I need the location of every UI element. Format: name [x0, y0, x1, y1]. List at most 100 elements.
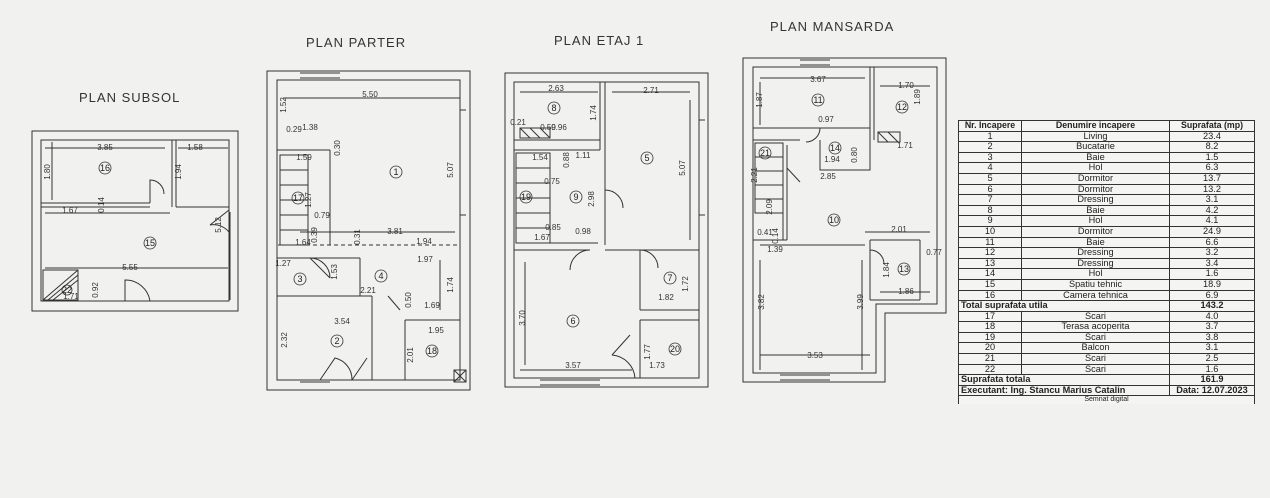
- dimension-label: 1.97: [417, 255, 433, 264]
- cell-name: Hol: [1021, 268, 1170, 280]
- cell-area: 3.7: [1169, 321, 1255, 333]
- plan-mansarda: [742, 57, 947, 383]
- total-value: 161.9: [1169, 374, 1255, 386]
- room-number: 11: [813, 95, 822, 105]
- cell-name: Hol: [1021, 215, 1170, 227]
- dimension-label: 0.14: [771, 228, 780, 244]
- dimension-label: 1.94: [824, 155, 840, 164]
- cell-area: 3.8: [1169, 331, 1255, 344]
- dimension-label: 1.77: [643, 344, 652, 360]
- cell-name: Balcon: [1021, 342, 1170, 355]
- plan-parter: [266, 70, 471, 391]
- cell-name: Baie: [1021, 236, 1170, 249]
- room-number: 18: [427, 346, 437, 356]
- signature-row: Semnat digital: [958, 395, 1255, 405]
- cell-nr: 13: [958, 257, 1022, 270]
- dimension-label: 0.14: [97, 197, 106, 213]
- dimension-label: 2.32: [280, 332, 289, 348]
- cell-name: Baie: [1021, 151, 1170, 164]
- dimension-label: 2.71: [643, 86, 659, 95]
- cell-area: 4.1: [1169, 215, 1255, 227]
- dimension-label: 0.85: [545, 223, 561, 232]
- cell-nr: 2: [958, 141, 1022, 153]
- col-header-nr: Nr. Incapere: [958, 120, 1022, 132]
- room-number: 12: [897, 102, 907, 112]
- dimension-label: 0.50: [404, 292, 413, 308]
- dimension-label: 2.21: [750, 167, 759, 183]
- dimension-label: 0.75: [544, 177, 560, 186]
- cell-area: 6.9: [1169, 289, 1255, 302]
- room-number: 8: [551, 103, 556, 113]
- room-number: 2: [334, 336, 339, 346]
- cell-nr: 17: [958, 310, 1022, 323]
- plan-mansarda-title: PLAN MANSARDA: [770, 19, 895, 34]
- plan-subsol-title: PLAN SUBSOL: [79, 90, 181, 105]
- dimension-label: 5.55: [122, 263, 138, 272]
- dimension-label: 2.09: [765, 199, 774, 215]
- cell-name: Dressing: [1021, 257, 1170, 270]
- cell-name: Dormitor: [1021, 183, 1170, 196]
- dimension-label: 1.54: [532, 153, 548, 162]
- dimension-label: 1.38: [302, 123, 318, 132]
- dimension-label: 1.94: [174, 164, 183, 180]
- cell-area: 4.2: [1169, 204, 1255, 217]
- executant-row: Executant: Ing. Stancu Marius Catalin Da…: [958, 384, 1255, 397]
- dimension-label: 1.52: [279, 97, 288, 113]
- cell-area: 24.9: [1169, 225, 1255, 238]
- dimension-label: 2.01: [406, 347, 415, 363]
- room-number: 9: [573, 192, 578, 202]
- cell-name: Scari: [1021, 353, 1170, 365]
- cell-name: Spatiu tehnic: [1021, 278, 1170, 291]
- cell-area: 2.5: [1169, 353, 1255, 365]
- cell-area: 3.4: [1169, 257, 1255, 270]
- cell-name: Scari: [1021, 331, 1170, 344]
- dimension-label: 1.74: [446, 277, 455, 293]
- cell-area: 13.7: [1169, 172, 1255, 185]
- cell-name: Dressing: [1021, 194, 1170, 206]
- room-number: 7: [667, 273, 672, 283]
- dimension-label: 0.29: [286, 125, 302, 134]
- cell-nr: 11: [958, 236, 1022, 249]
- room-number: 16: [100, 163, 110, 173]
- dimension-label: 1.64: [295, 238, 311, 247]
- cell-nr: 16: [958, 289, 1022, 302]
- dimension-label: 3.54: [334, 317, 350, 326]
- room-number: 13: [899, 264, 909, 274]
- dimension-label: 2.85: [820, 172, 836, 181]
- dimension-label: 2.01: [891, 225, 907, 234]
- dimension-label: 0.88: [562, 152, 571, 168]
- dimension-label: 1.87: [755, 92, 764, 108]
- dimension-label: 0.96: [551, 123, 567, 132]
- cell-area: 3.1: [1169, 194, 1255, 206]
- cell-name: Camera tehnica: [1021, 289, 1170, 302]
- cell-name: Hol: [1021, 162, 1170, 174]
- cell-nr: 14: [958, 268, 1022, 280]
- dimension-label: 0.21: [510, 118, 526, 127]
- cell-area: 6.3: [1169, 162, 1255, 174]
- cell-area: 18.9: [1169, 278, 1255, 291]
- room-number: 17: [293, 193, 303, 203]
- dimension-label: 3.70: [518, 310, 527, 326]
- dimension-label: 0.97: [818, 115, 834, 124]
- cell-area: 23.4: [1169, 130, 1255, 143]
- plan-subsol: [31, 130, 239, 312]
- dimension-label: 0.41: [757, 228, 773, 237]
- dimension-label: 1.80: [43, 164, 52, 180]
- cell-nr: 6: [958, 183, 1022, 196]
- dimension-label: 1.82: [658, 293, 674, 302]
- total-util-value: 143.2: [1169, 300, 1255, 312]
- cell-name: Scari: [1021, 310, 1170, 323]
- plan-etaj1: [504, 72, 709, 388]
- dimension-label: 1.72: [681, 276, 690, 292]
- dimension-label: 0.80: [850, 147, 859, 163]
- dimension-label: 1.27: [304, 192, 313, 208]
- dimension-label: 1.84: [882, 262, 891, 278]
- cell-name: Terasa acoperita: [1021, 321, 1170, 333]
